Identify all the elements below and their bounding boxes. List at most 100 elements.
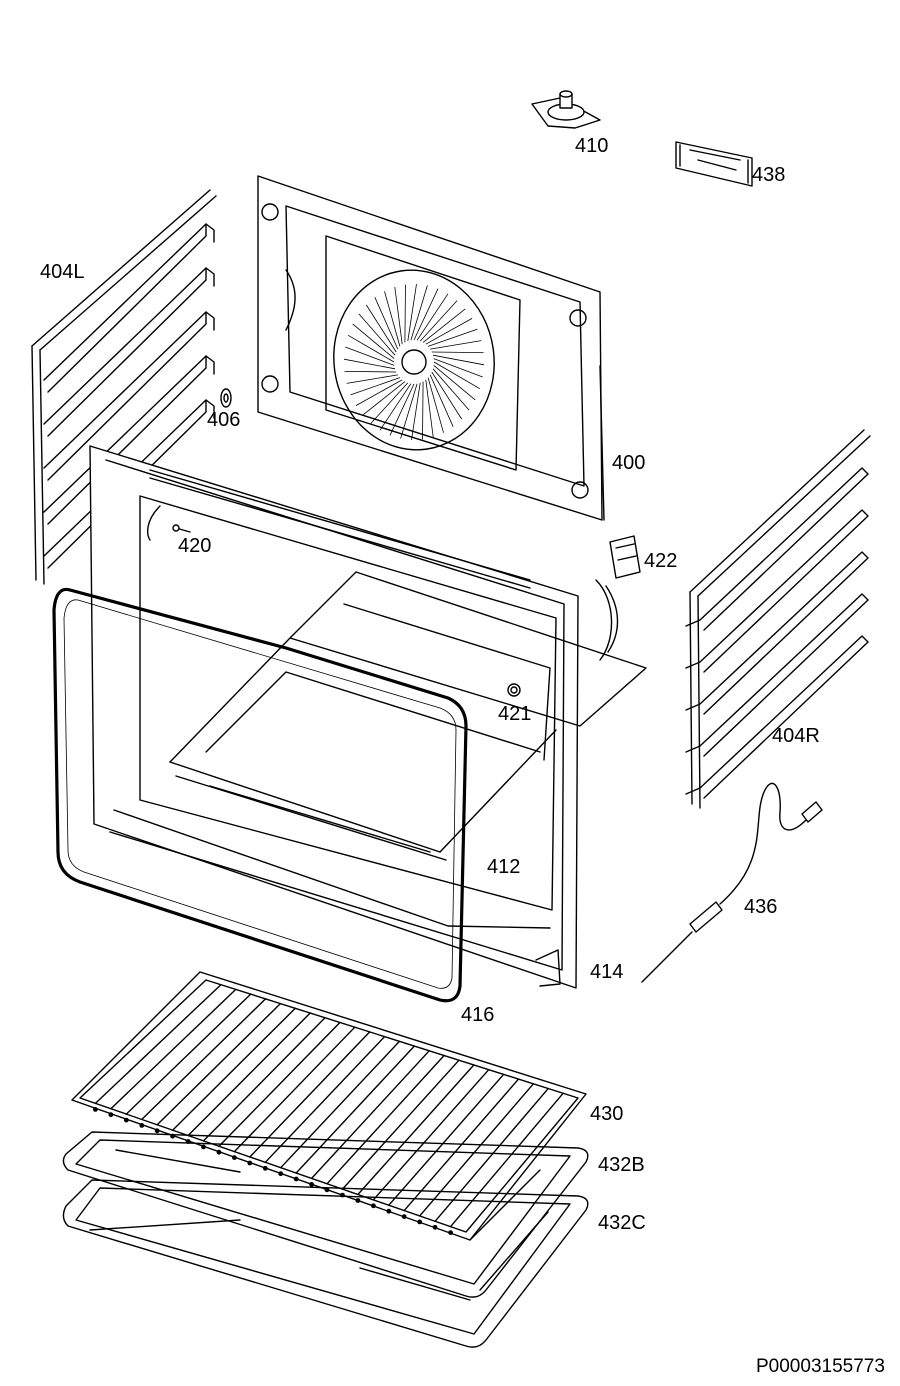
- fan-louvre: [430, 340, 482, 350]
- label-404L: 404L: [40, 261, 85, 283]
- shelf-wire: [295, 1045, 415, 1174]
- part-432B-tray: [62, 1131, 589, 1298]
- shelf-wire: [388, 1073, 505, 1206]
- label-412: 412: [487, 856, 520, 878]
- shelf-wire: [218, 1021, 341, 1147]
- fan-louvre: [389, 383, 415, 436]
- shelf-wire: [434, 1087, 549, 1222]
- label-414: 414: [590, 961, 623, 983]
- shelf-wire-end: [324, 1187, 330, 1193]
- rail-runner: [699, 467, 869, 631]
- fan-louvre: [432, 368, 470, 411]
- shelf-wire-end: [262, 1165, 268, 1171]
- shelf-wire: [310, 1050, 430, 1180]
- shelf-wire-end: [401, 1214, 407, 1219]
- rail-runner: [43, 267, 207, 437]
- fan-louvre: [431, 371, 463, 420]
- part-436-probe: [641, 782, 823, 983]
- fan-louvre: [370, 382, 409, 424]
- document-id: P00003155773: [756, 1356, 885, 1377]
- fan-louvre: [394, 286, 403, 345]
- fan-louvre: [343, 358, 396, 370]
- shelf-wire-end: [216, 1149, 222, 1155]
- fan-louvre: [407, 284, 417, 342]
- label-400: 400: [612, 452, 645, 474]
- rail-runner-end: [205, 223, 215, 243]
- label-436: 436: [744, 896, 777, 918]
- shelf-wire: [357, 1064, 475, 1196]
- fan-louvre: [433, 358, 483, 378]
- rail-runner-end: [205, 355, 215, 375]
- shelf-wire-end: [448, 1230, 453, 1235]
- part-438-bracket: [675, 141, 753, 187]
- rail-runner-end: [685, 619, 701, 627]
- shelf-wire-end: [232, 1155, 237, 1160]
- fan-louvre: [346, 374, 398, 384]
- part-406-nut: [220, 388, 232, 408]
- shelf-wire-end: [201, 1144, 206, 1150]
- fan-louvre: [404, 284, 406, 343]
- shelf-wire: [419, 1083, 535, 1217]
- shelf-wire: [110, 988, 237, 1110]
- fan-louvre: [429, 374, 454, 427]
- shelf-wire: [94, 984, 222, 1105]
- part-404R-right-rails: [685, 429, 871, 809]
- part-430-wire-shelf: [71, 971, 587, 1241]
- label-432C: 432C: [598, 1212, 646, 1234]
- shelf-wire-end: [247, 1160, 253, 1166]
- fan-louvre: [358, 313, 396, 356]
- rail-runner: [699, 593, 869, 757]
- rail-runner-end: [685, 787, 701, 795]
- fan-louvre: [362, 381, 406, 416]
- shelf-wire: [171, 1007, 296, 1131]
- fan-louvre: [384, 291, 401, 347]
- shelf-wire-end: [432, 1224, 438, 1230]
- rail-runner-end: [685, 745, 701, 753]
- part-414-oven-cavity: [89, 445, 647, 989]
- rail-runner: [43, 355, 207, 525]
- shelf-wire-end: [154, 1128, 160, 1134]
- shelf-wire: [341, 1059, 460, 1190]
- part-416-door-gasket: [52, 587, 468, 1003]
- rail-runner: [699, 509, 869, 673]
- shelf-wire: [372, 1069, 490, 1201]
- label-406: 406: [207, 409, 240, 431]
- shelf-wire: [187, 1012, 311, 1137]
- fan-louvre: [432, 354, 485, 366]
- fan-louvre: [422, 381, 424, 440]
- part-432C-deep-tray: [62, 1179, 589, 1348]
- fan-louvre: [350, 377, 401, 396]
- fan-louvre: [422, 308, 466, 343]
- fan-louvre: [374, 297, 399, 350]
- shelf-wire-end: [108, 1112, 114, 1118]
- label-421: 421: [498, 703, 531, 725]
- rail-runner: [699, 551, 869, 715]
- fan-louvre: [347, 334, 395, 363]
- shelf-wire: [202, 1017, 326, 1142]
- fan-louvre: [427, 328, 478, 347]
- shelf-wire-end: [123, 1117, 129, 1123]
- part-420-screw: [172, 524, 191, 533]
- shelf-wire-end: [417, 1219, 423, 1225]
- shelf-wire-end: [386, 1208, 392, 1214]
- shelf-wire: [156, 1002, 282, 1126]
- rail-runner: [43, 311, 207, 481]
- shelf-wire: [326, 1054, 445, 1185]
- fan-louvre: [416, 293, 449, 341]
- fan-louvre: [419, 300, 458, 342]
- fan-louvre: [355, 379, 403, 406]
- label-438: 438: [752, 164, 785, 186]
- label-404R: 404R: [772, 725, 820, 747]
- part-410-fan-motor: [531, 90, 601, 129]
- shelf-wire-end: [278, 1171, 284, 1177]
- shelf-wire: [125, 993, 252, 1115]
- label-432B: 432B: [598, 1154, 645, 1176]
- fan-louvre: [352, 323, 395, 359]
- rail-runner-end: [205, 267, 215, 287]
- label-416: 416: [461, 1004, 494, 1026]
- part-400-rear-panel: [257, 175, 605, 521]
- label-422: 422: [644, 550, 677, 572]
- fan-louvre: [425, 318, 473, 345]
- rail-runner-end: [685, 661, 701, 669]
